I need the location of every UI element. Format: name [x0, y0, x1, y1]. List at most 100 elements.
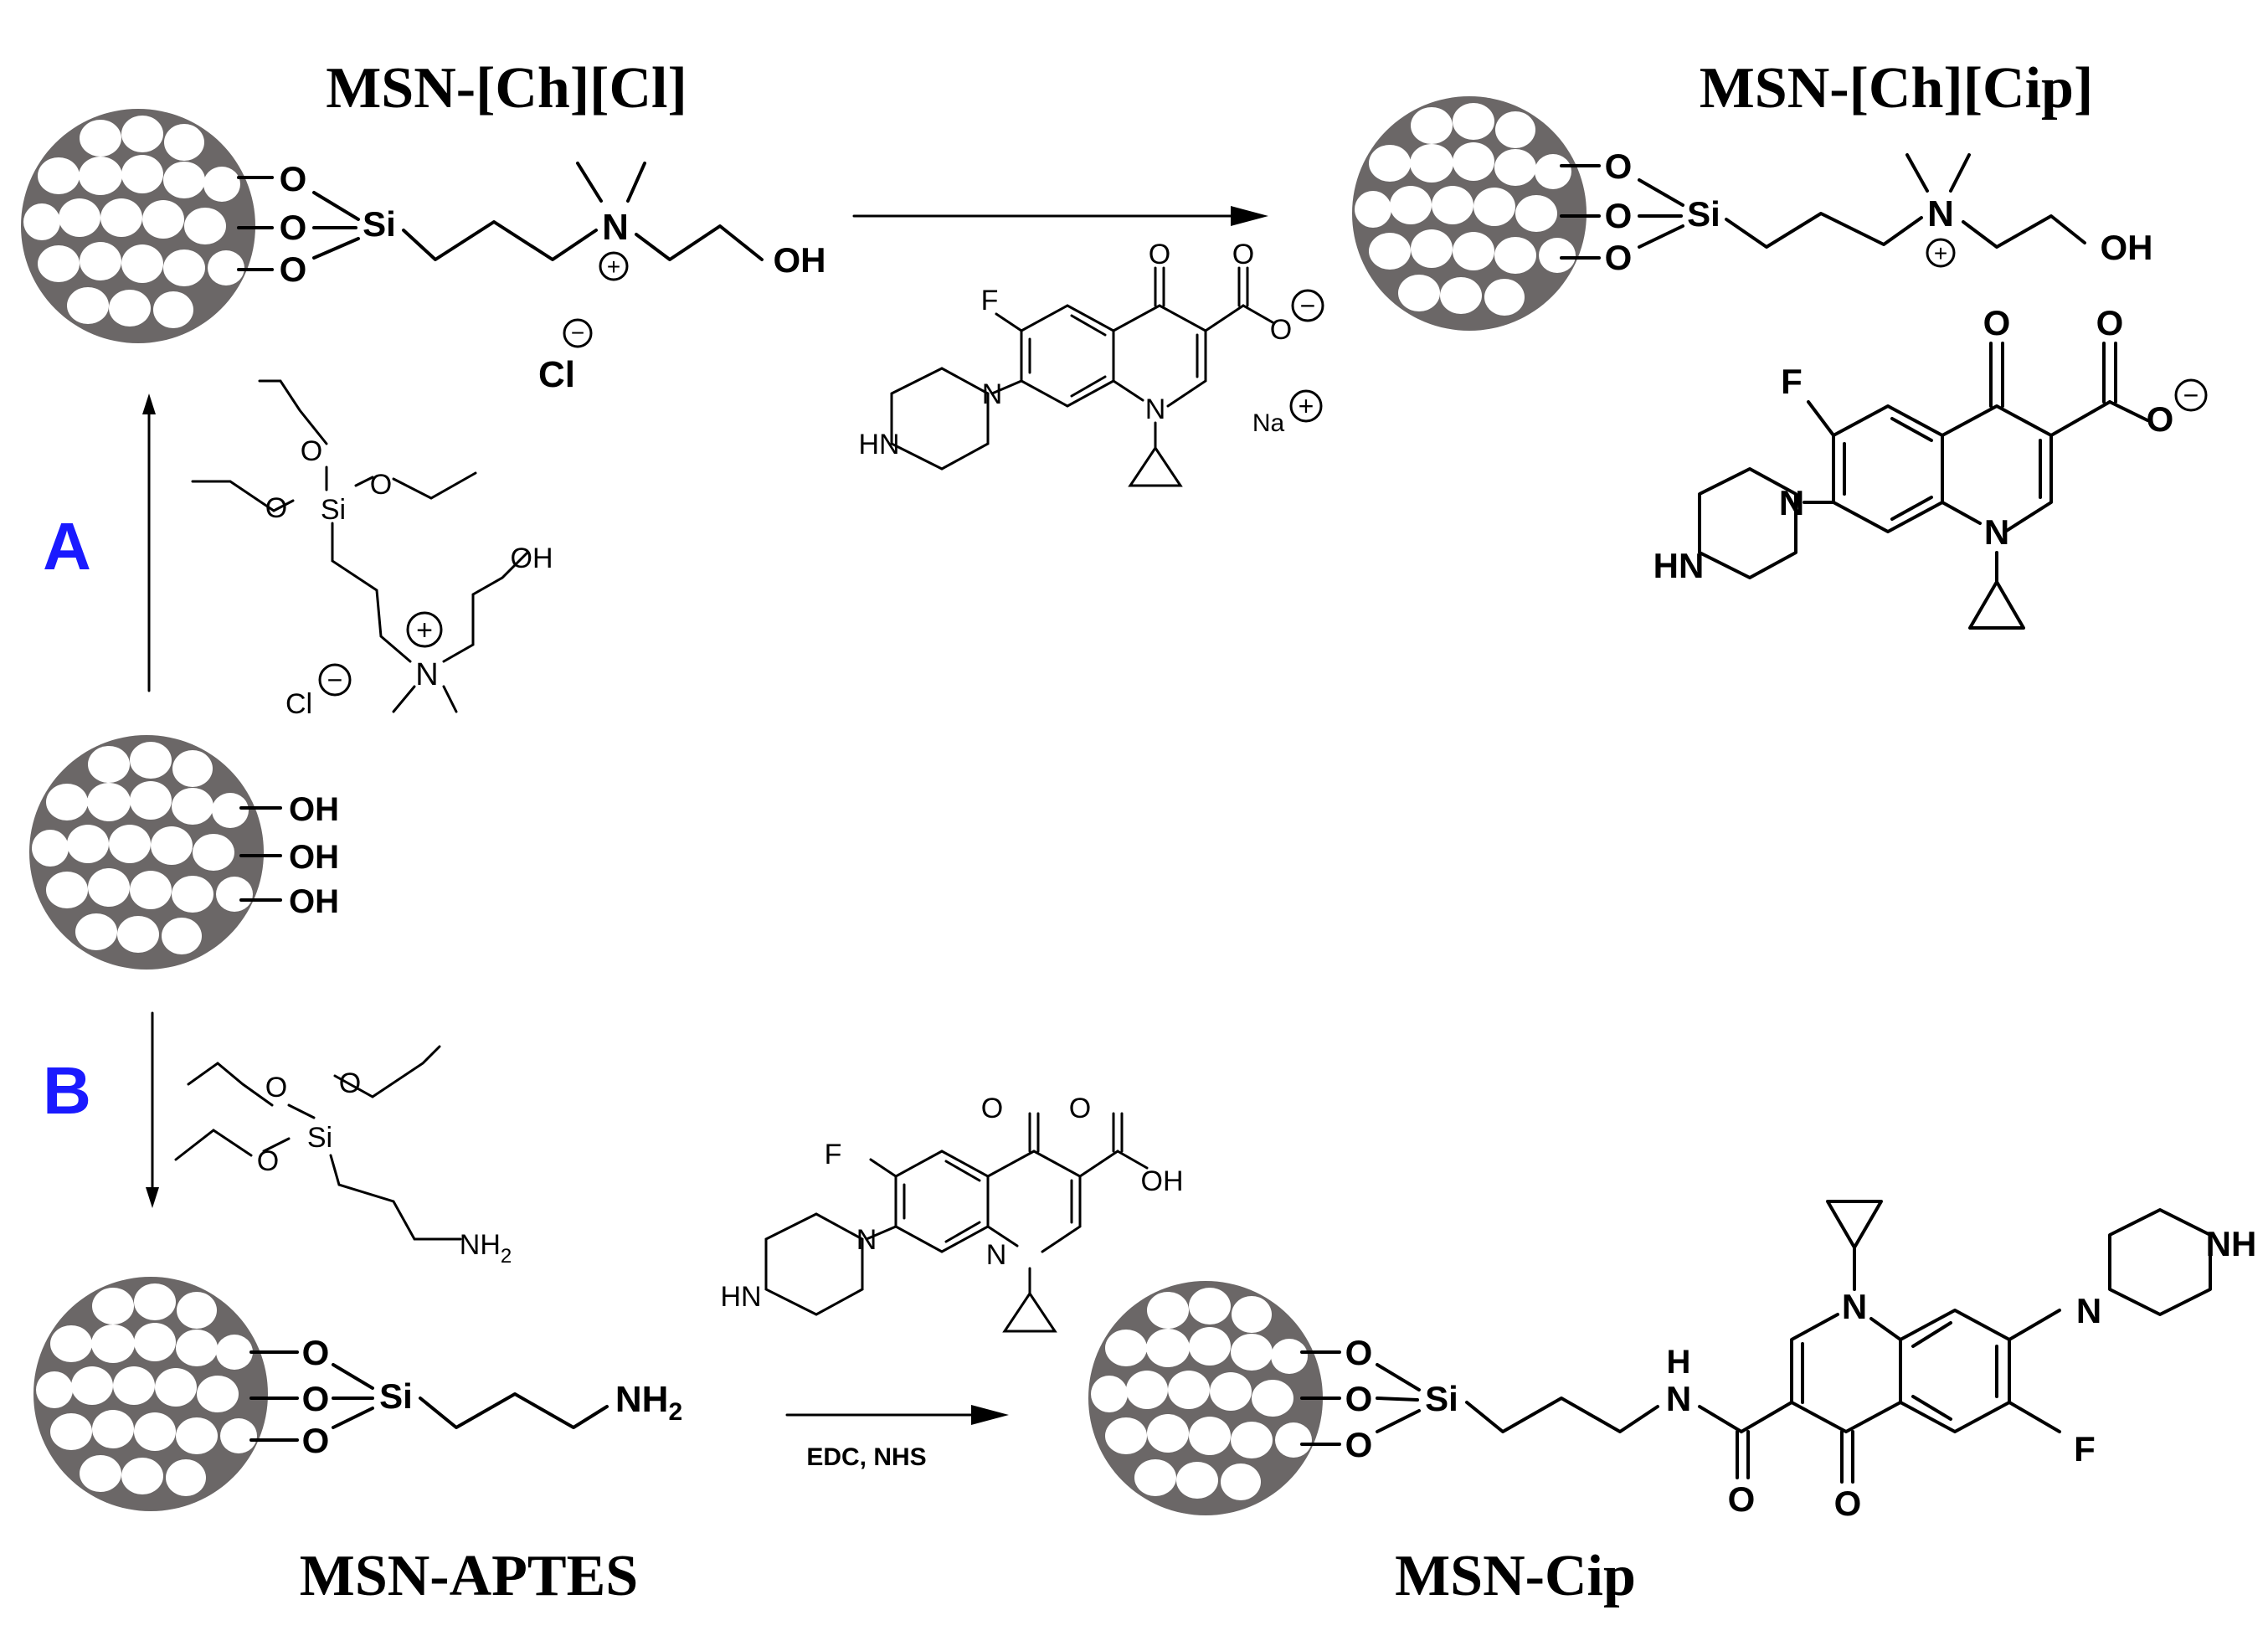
aptes-reagent: O O O Si NH2: [174, 1045, 512, 1268]
svg-text:OH: OH: [1141, 1165, 1184, 1197]
svg-text:F: F: [981, 285, 999, 316]
svg-text:O: O: [981, 1093, 1003, 1124]
svg-text:+: +: [607, 254, 620, 280]
svg-text:N: N: [1779, 483, 1804, 522]
svg-text:+: +: [416, 615, 433, 646]
mesoporous-particle-icon: [1088, 1281, 1323, 1515]
svg-text:HN: HN: [1653, 546, 1705, 585]
route-a-arrow: A: [43, 393, 156, 692]
msn-aptes-label: MSN-APTES: [300, 1544, 638, 1608]
svg-text:N: N: [1984, 512, 2009, 552]
svg-text:N: N: [1842, 1287, 1867, 1326]
svg-text:O: O: [1270, 314, 1292, 346]
svg-text:Si: Si: [1425, 1379, 1458, 1418]
mesoporous-particle-icon: [29, 735, 264, 970]
svg-text:N: N: [2076, 1291, 2101, 1330]
route-b-label: B: [43, 1053, 91, 1128]
mesoporous-particle-icon: [1352, 96, 1587, 331]
msn-ch-cip-label: MSN-[Ch][Cip]: [1700, 56, 2094, 121]
route-a-label: A: [43, 509, 91, 584]
svg-text:O: O: [1605, 196, 1633, 235]
edc-nhs-conditions: EDC, NHS: [806, 1443, 926, 1471]
ciprofloxacin-sodium-reagent: F O O O − N N HN Na +: [858, 239, 1324, 487]
svg-text:Cl: Cl: [538, 354, 575, 395]
msn-ch-cl-structure: MSN-[Ch][Cl] O O O Si N + OH Cl −: [21, 56, 826, 395]
svg-text:+: +: [1934, 240, 1947, 266]
svg-text:O: O: [1345, 1425, 1373, 1464]
svg-text:OH: OH: [511, 543, 553, 574]
svg-text:−: −: [327, 665, 343, 695]
svg-text:O: O: [339, 1067, 361, 1099]
msn-aptes-structure: O O O Si NH2 MSN-APTES: [33, 1277, 682, 1608]
svg-text:Na: Na: [1252, 409, 1285, 437]
msn-cip-label: MSN-Cip: [1395, 1544, 1636, 1608]
svg-text:N: N: [1145, 393, 1166, 425]
svg-text:NH: NH: [2206, 1224, 2257, 1263]
msn-ch-cl-label: MSN-[Ch][Cl]: [326, 56, 687, 121]
top-reaction-arrow: [852, 206, 1268, 226]
bottom-reaction-arrow: EDC, NHS: [785, 1405, 1009, 1471]
svg-text:N: N: [856, 1224, 877, 1256]
svg-text:NH2: NH2: [460, 1229, 512, 1268]
msn-ch-cip-structure: MSN-[Ch][Cip] O O O Si N + OH: [1352, 56, 2153, 331]
svg-text:O: O: [1345, 1333, 1373, 1372]
svg-text:O: O: [257, 1145, 279, 1177]
svg-text:O: O: [280, 159, 307, 198]
svg-text:Si: Si: [363, 204, 396, 244]
svg-text:O: O: [2096, 303, 2124, 342]
svg-text:H: H: [1667, 1344, 1691, 1381]
svg-text:O: O: [302, 1379, 330, 1418]
svg-text:O: O: [302, 1333, 330, 1372]
svg-text:N: N: [415, 657, 438, 692]
ciprofloxacin-acid-reagent: F O O OH N N HN: [720, 1093, 1184, 1333]
svg-text:HN: HN: [858, 429, 899, 460]
svg-text:O: O: [1834, 1484, 1862, 1523]
svg-text:Si: Si: [1687, 194, 1720, 234]
mesoporous-particle-icon: [21, 109, 255, 343]
svg-text:OH: OH: [774, 240, 826, 280]
svg-text:−: −: [1300, 291, 1316, 321]
svg-text:N: N: [602, 207, 629, 248]
svg-text:O: O: [1605, 147, 1633, 186]
svg-text:O: O: [280, 208, 307, 247]
svg-text:F: F: [825, 1139, 842, 1170]
svg-text:O: O: [301, 435, 322, 467]
svg-text:Si: Si: [307, 1122, 332, 1154]
svg-text:Si: Si: [379, 1376, 413, 1416]
svg-text:HN: HN: [720, 1281, 761, 1313]
msn-bare-structure: OH OH OH: [29, 735, 339, 970]
svg-text:OH: OH: [2101, 228, 2153, 267]
ciprofloxacin-anion: F O O O − N N HN: [1653, 303, 2208, 630]
svg-text:O: O: [1149, 239, 1170, 270]
svg-text:O: O: [2147, 399, 2174, 439]
svg-text:O: O: [1605, 238, 1633, 277]
svg-text:O: O: [1728, 1479, 1756, 1519]
svg-text:O: O: [265, 492, 287, 524]
svg-text:F: F: [2074, 1429, 2096, 1469]
svg-text:O: O: [1069, 1093, 1091, 1124]
svg-text:N: N: [986, 1239, 1007, 1271]
msn-cip-structure: O O O Si H N O O N F N NH MSN-Cip: [1088, 1200, 2257, 1608]
svg-text:Si: Si: [321, 494, 346, 526]
svg-text:O: O: [370, 469, 392, 501]
svg-text:N: N: [982, 378, 1003, 410]
svg-text:O: O: [1232, 239, 1254, 270]
route-b-arrow: B: [43, 1011, 159, 1208]
svg-text:O: O: [1983, 303, 2011, 342]
svg-text:O: O: [265, 1072, 287, 1103]
svg-text:N: N: [1666, 1379, 1691, 1418]
svg-text:O: O: [1345, 1379, 1373, 1418]
mesoporous-particle-icon: [33, 1277, 268, 1511]
svg-text:N: N: [1927, 193, 1954, 234]
svg-text:−: −: [571, 320, 584, 346]
choline-silane-reagent: O O O Si N + OH Cl −: [191, 379, 553, 720]
svg-text:Cl: Cl: [285, 688, 312, 720]
svg-text:O: O: [302, 1421, 330, 1460]
svg-text:−: −: [2183, 380, 2199, 410]
svg-text:O: O: [280, 249, 307, 289]
svg-text:OH: OH: [289, 791, 339, 828]
svg-text:OH: OH: [289, 883, 339, 920]
svg-text:OH: OH: [289, 839, 339, 876]
svg-text:NH2: NH2: [615, 1379, 682, 1426]
